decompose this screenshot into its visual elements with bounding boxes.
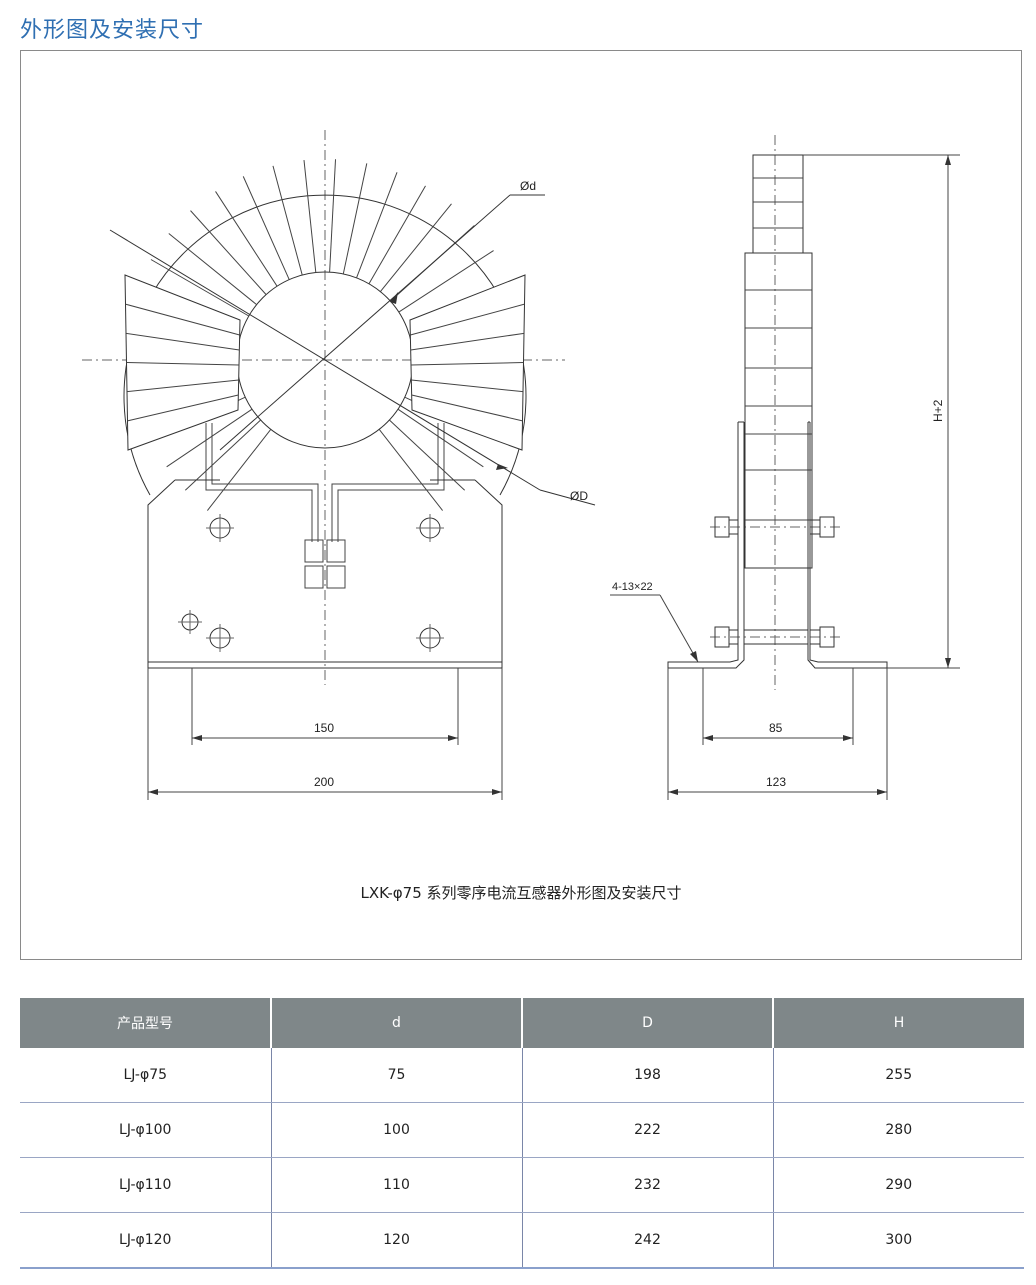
front-terminal-leads <box>205 423 445 589</box>
cell-H: 300 <box>772 1212 1024 1269</box>
header-d: d <box>270 998 522 1048</box>
cell-H: 290 <box>772 1157 1024 1213</box>
block-segment-line <box>411 394 523 422</box>
spec-table: 产品型号 d D H LJ-φ75 75 198 255 LJ-φ100 100… <box>20 998 1024 1269</box>
table-row: LJ-φ75 75 198 255 <box>20 1048 1024 1103</box>
core-segment-line <box>242 176 290 280</box>
front-core-ring <box>123 159 527 511</box>
core-segment-line <box>398 250 494 313</box>
drawing-svg: Ød ØD 4-13×22 150 200 85 123 H+2 <box>82 130 960 800</box>
side-bolts <box>714 516 835 648</box>
front-dimensions <box>147 668 503 800</box>
header-H: H <box>772 998 1024 1048</box>
block-segment-line <box>411 379 524 393</box>
core-segment-line <box>207 429 272 511</box>
core-segment-line <box>356 172 398 279</box>
core-segment-line <box>190 210 267 295</box>
cell-model: LJ-φ110 <box>20 1157 271 1213</box>
cell-H: 280 <box>772 1102 1024 1158</box>
core-segment-line <box>272 165 303 276</box>
core-segment-line <box>378 429 443 511</box>
table-header-row: 产品型号 d D H <box>20 998 1024 1048</box>
cell-H: 255 <box>772 1048 1024 1103</box>
cell-d: 120 <box>270 1212 522 1269</box>
core-segment-line <box>303 160 317 273</box>
cell-D: 232 <box>521 1157 773 1213</box>
cell-d: 100 <box>270 1102 522 1158</box>
core-segment-line <box>166 408 253 468</box>
table-row: LJ-φ100 100 222 280 <box>20 1102 1024 1158</box>
core-segment-line <box>215 191 278 287</box>
label-holes: 4-13×22 <box>612 581 653 593</box>
core-segment-line <box>379 203 452 292</box>
side-bracket <box>667 421 888 669</box>
label-height: H+2 <box>931 399 945 422</box>
technical-drawing: Ød ØD 4-13×22 150 200 85 123 H+2 LXK-φ75… <box>20 50 1022 960</box>
cell-D: 222 <box>521 1102 773 1158</box>
block-segment-line <box>126 362 240 366</box>
side-core-stack <box>744 154 813 569</box>
core-segment-line <box>184 419 261 491</box>
block-segment-line <box>410 332 525 351</box>
side-dimensions <box>610 154 960 800</box>
block-segment-line <box>125 303 240 336</box>
label-inner-diameter: Ød <box>520 179 536 193</box>
page-title: 外形图及安装尺寸 <box>20 18 205 43</box>
cell-d: 75 <box>270 1048 522 1103</box>
side-center-lines <box>710 135 840 690</box>
cell-model: LJ-φ100 <box>20 1102 271 1158</box>
cell-d: 110 <box>270 1157 522 1213</box>
drawing-caption: LXK-φ75 系列零序电流互感器外形图及安装尺寸 <box>360 884 682 902</box>
core-segment-line <box>150 259 250 317</box>
block-segment-line <box>410 362 524 366</box>
core-segment-line <box>397 408 484 468</box>
core-segment-line <box>329 159 337 273</box>
core-segment-line <box>168 233 257 306</box>
block-segment-line <box>410 303 525 336</box>
cell-D: 198 <box>521 1048 773 1103</box>
label-side-hole-spacing: 85 <box>769 721 783 735</box>
label-front-base-width: 200 <box>314 775 334 789</box>
header-model: 产品型号 <box>20 998 271 1048</box>
cell-model: LJ-φ75 <box>20 1048 271 1103</box>
label-side-base-width: 123 <box>766 775 786 789</box>
block-segment-line <box>125 332 240 351</box>
core-segment-line <box>368 185 426 285</box>
front-diameter-leaders <box>109 194 596 506</box>
core-segment-line <box>389 419 466 491</box>
table-row: LJ-φ120 120 242 300 <box>20 1212 1024 1269</box>
drawing-frame <box>20 50 1022 960</box>
block-segment-line <box>126 379 239 393</box>
label-outer-diameter: ØD <box>570 489 588 503</box>
core-segment-line <box>342 163 368 275</box>
block-segment-line <box>127 394 239 422</box>
table-row: LJ-φ110 110 232 290 <box>20 1157 1024 1213</box>
front-mounting-plate <box>147 479 503 669</box>
front-mounting-holes <box>178 514 444 652</box>
cell-model: LJ-φ120 <box>20 1212 271 1269</box>
dimension-arrows <box>148 155 951 795</box>
cell-D: 242 <box>521 1212 773 1269</box>
label-front-hole-spacing: 150 <box>314 721 334 735</box>
header-D: D <box>521 998 773 1048</box>
